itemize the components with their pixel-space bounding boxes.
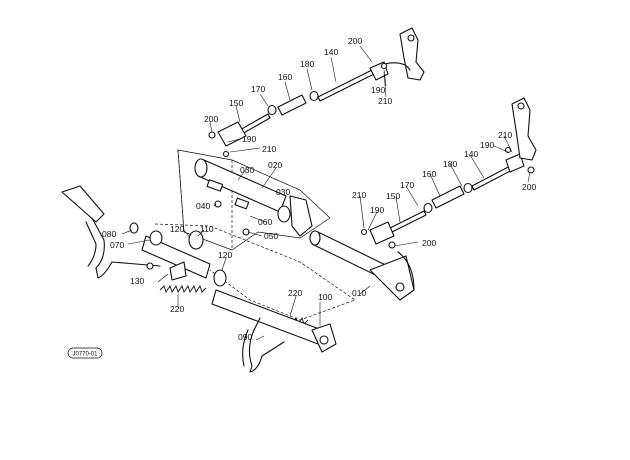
label-200-top: 200 — [348, 36, 362, 46]
label-200-right: 200 — [422, 238, 436, 248]
bracket-130 — [169, 261, 187, 281]
label-180-right: 180 — [443, 159, 457, 169]
drawing-code-badge: J0770-01 — [67, 347, 103, 359]
rod-140-upper-left — [317, 67, 379, 102]
label-070: 070 — [110, 240, 124, 250]
brake-pedal-upper — [61, 185, 227, 287]
pin-190-right — [360, 228, 368, 236]
washer-070 — [149, 230, 163, 246]
label-120-lower: 120 — [218, 250, 232, 260]
pivot-arm-right — [289, 195, 313, 237]
label-020: 020 — [268, 160, 282, 170]
pedal-arm-lower-inner — [242, 329, 249, 367]
label-200-far-right: 200 — [522, 182, 536, 192]
bell-crank-right — [511, 97, 537, 161]
key-040 — [206, 179, 224, 192]
pedal-shaft-upper — [141, 235, 211, 279]
label-030-upper: 030 — [240, 165, 254, 175]
boss-110 — [188, 230, 204, 250]
bushing-120-lower — [213, 269, 227, 287]
pedal-arm-upper — [91, 217, 161, 279]
label-200-left: 200 — [204, 114, 218, 124]
key-060 — [234, 197, 250, 210]
bolt-040 — [214, 200, 222, 208]
bell-crank-upper-hole — [407, 34, 415, 42]
bell-crank-upper-arc — [383, 62, 411, 71]
pedal-pad-upper — [61, 185, 105, 223]
label-170-right: 170 — [400, 180, 414, 190]
turnbuckle-160-right — [431, 185, 465, 209]
label-190-left: 190 — [242, 134, 256, 144]
label-160-right: 160 — [422, 169, 436, 179]
label-060: 060 — [258, 217, 272, 227]
turnbuckle-160-upper-left — [277, 94, 307, 116]
shaft-arm-curve — [397, 251, 415, 291]
nut-170-upper-left — [267, 104, 277, 116]
clevis-right-end — [505, 153, 525, 173]
label-090: 090 — [238, 332, 252, 342]
label-190-right: 190 — [370, 205, 384, 215]
shaft-end — [309, 230, 321, 246]
pin-190-upper-left — [222, 150, 230, 158]
label-190-far-right: 190 — [480, 140, 494, 150]
bell-crank-upper — [399, 27, 425, 81]
pedal-arm-upper-inner — [85, 221, 97, 267]
label-140-right: 140 — [464, 149, 478, 159]
label-210-top: 210 — [378, 96, 392, 106]
label-080: 080 — [102, 229, 116, 239]
label-180-top: 180 — [300, 59, 314, 69]
label-170-top: 170 — [251, 84, 265, 94]
pivot-shaft-020 — [194, 158, 313, 237]
right-rod-assembly — [369, 97, 537, 249]
pedal-arm-lower — [248, 317, 285, 373]
label-030-lower: 030 — [276, 187, 290, 197]
spring-220-left — [159, 284, 207, 294]
pedal-hub-hole — [319, 335, 329, 345]
clevis-right — [369, 221, 395, 245]
bushing-030-right — [277, 205, 291, 223]
cross-shaft-010 — [309, 230, 415, 301]
label-100: 100 — [318, 292, 332, 302]
pin-130 — [146, 262, 154, 270]
bushing-030-left — [194, 158, 208, 178]
label-160-top: 160 — [278, 72, 292, 82]
label-220-left: 220 — [170, 304, 184, 314]
label-210-right: 210 — [352, 190, 366, 200]
pin-200-right — [388, 241, 396, 249]
label-120-upper: 120 — [170, 224, 184, 234]
label-210-left: 210 — [262, 144, 276, 154]
label-010: 010 — [352, 288, 366, 298]
label-050: 050 — [264, 231, 278, 241]
leader-lines — [121, 45, 531, 341]
label-130: 130 — [130, 276, 144, 286]
label-110: 110 — [200, 224, 214, 234]
shaft-arm-hole — [395, 282, 405, 292]
lower-bracket-dashed — [154, 223, 356, 321]
label-150-top: 150 — [229, 98, 243, 108]
part-labels: 200 140 180 160 170 190 210 150 200 190 … — [102, 36, 536, 342]
label-210-far-right: 210 — [498, 130, 512, 140]
drawing-code-text: J0770-01 — [72, 352, 98, 358]
pin-200-upper-left — [208, 131, 216, 139]
label-220-right: 220 — [288, 288, 302, 298]
clevis-upper-left — [217, 121, 247, 147]
nut-180-right — [463, 182, 473, 194]
nut-180-upper-left — [309, 90, 319, 102]
label-190-top: 190 — [371, 85, 385, 95]
pin-190-upper-right — [380, 62, 388, 70]
label-140-top: 140 — [324, 47, 338, 57]
bell-crank-right-hole — [517, 102, 525, 110]
pin-200-far-right — [527, 166, 535, 174]
nut-170-right — [423, 202, 433, 214]
label-150-right: 150 — [386, 191, 400, 201]
lower-pedal-090 — [211, 289, 337, 373]
label-040: 040 — [196, 201, 210, 211]
upper-left-rod-assembly — [208, 27, 425, 147]
washer-080 — [129, 222, 139, 234]
pedal-shaft-lower — [211, 289, 323, 345]
rod-150-right — [387, 210, 427, 234]
